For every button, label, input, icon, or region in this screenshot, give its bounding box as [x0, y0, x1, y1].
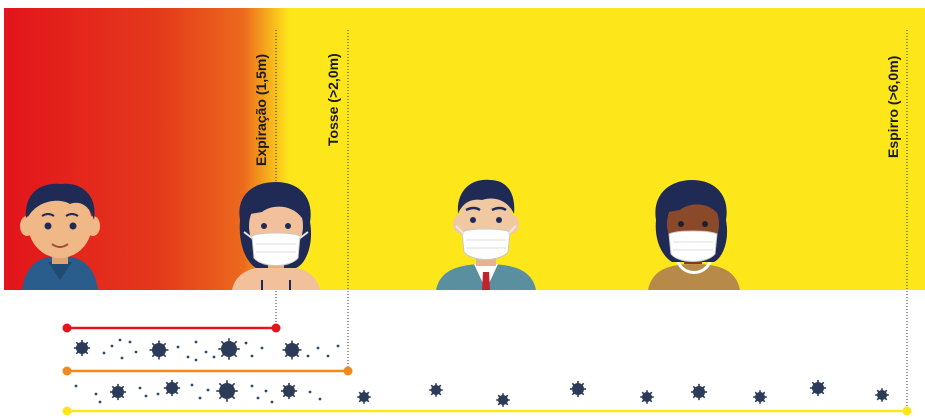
droplet-icon	[257, 397, 260, 400]
virus-icon	[357, 390, 371, 404]
droplet-icon	[99, 401, 102, 404]
droplet-icon	[177, 346, 180, 349]
droplet-icon	[327, 355, 330, 358]
droplet-icon	[157, 393, 160, 396]
droplet-icon	[207, 389, 210, 392]
virus-icon	[110, 384, 126, 400]
droplet-icon	[261, 347, 264, 350]
droplet-icon	[251, 385, 254, 388]
virus-icon	[570, 381, 586, 397]
droplet-icon	[195, 341, 198, 344]
droplet-icon	[251, 355, 254, 358]
virus-icon	[283, 341, 302, 360]
virus-icon	[74, 340, 90, 356]
droplet-icon	[205, 351, 208, 354]
virus-icon	[164, 380, 180, 396]
white-floor	[0, 290, 925, 419]
person-woman-mask	[232, 182, 320, 290]
droplet-icon	[95, 393, 98, 396]
droplet-icon	[271, 401, 274, 404]
droplet-icon	[191, 384, 194, 387]
droplet-icon	[195, 359, 198, 362]
droplet-icon	[213, 356, 216, 359]
person-no-mask	[20, 184, 100, 290]
virus-icon	[216, 380, 238, 402]
droplet-icon	[129, 341, 132, 344]
droplet-icon	[111, 345, 114, 348]
virus-icon	[218, 338, 240, 360]
virus-icon	[691, 384, 707, 400]
virus-icon	[429, 383, 443, 397]
virus-icon	[640, 390, 654, 404]
droplet-icon	[135, 351, 138, 354]
virus-icon	[496, 393, 510, 407]
virus-icon	[150, 341, 169, 360]
droplet-icon	[265, 390, 268, 393]
cough-label: Tosse (>2,0m)	[325, 53, 341, 146]
droplet-icon	[75, 385, 78, 388]
droplet-icon	[319, 398, 322, 401]
droplet-icon	[121, 357, 124, 360]
virus-icon	[281, 383, 297, 399]
droplet-icon	[309, 391, 312, 394]
droplet-icon	[187, 356, 190, 359]
droplet-icon	[103, 352, 106, 355]
droplet-icon	[337, 345, 340, 348]
virus-icon	[875, 388, 889, 402]
droplet-icon	[317, 347, 320, 350]
droplet-icon	[119, 339, 122, 342]
droplet-icon	[199, 397, 202, 400]
droplet-icon	[145, 395, 148, 398]
expiration-label: Expiração (1,5m)	[253, 54, 269, 166]
droplet-icon	[139, 387, 142, 390]
sneeze-label: Espirro (>6,0m)	[885, 56, 901, 158]
droplet-icon	[245, 342, 248, 345]
droplet-icon	[307, 355, 310, 358]
virus-icon	[753, 390, 767, 404]
virus-icon	[810, 380, 826, 396]
